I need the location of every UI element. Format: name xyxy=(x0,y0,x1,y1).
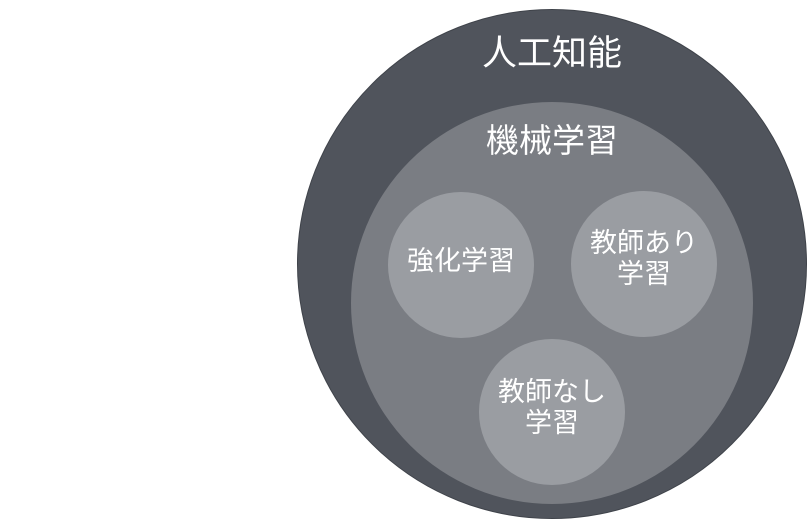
reinforcement-learning-label: 強化学習 xyxy=(388,246,534,277)
machine-learning-label: 機械学習 xyxy=(486,121,618,160)
supervised-learning-circle xyxy=(571,191,717,337)
reinforcement-learning-circle xyxy=(388,192,534,338)
unsupervised-learning-circle xyxy=(479,339,625,485)
unsupervised-learning-label: 教師なし 学習 xyxy=(479,377,625,439)
supervised-learning-line-2: 学習 xyxy=(617,259,671,291)
unsupervised-learning-line-2: 学習 xyxy=(525,408,579,440)
artificial-intelligence-label: 人工知能 xyxy=(481,34,622,74)
unsupervised-learning-line-1: 教師なし xyxy=(498,377,606,408)
reinforcement-learning-line-1: 強化学習 xyxy=(407,246,515,277)
supervised-learning-line-1: 教師あり xyxy=(590,228,698,259)
supervised-learning-label: 教師あり 学習 xyxy=(571,228,717,290)
